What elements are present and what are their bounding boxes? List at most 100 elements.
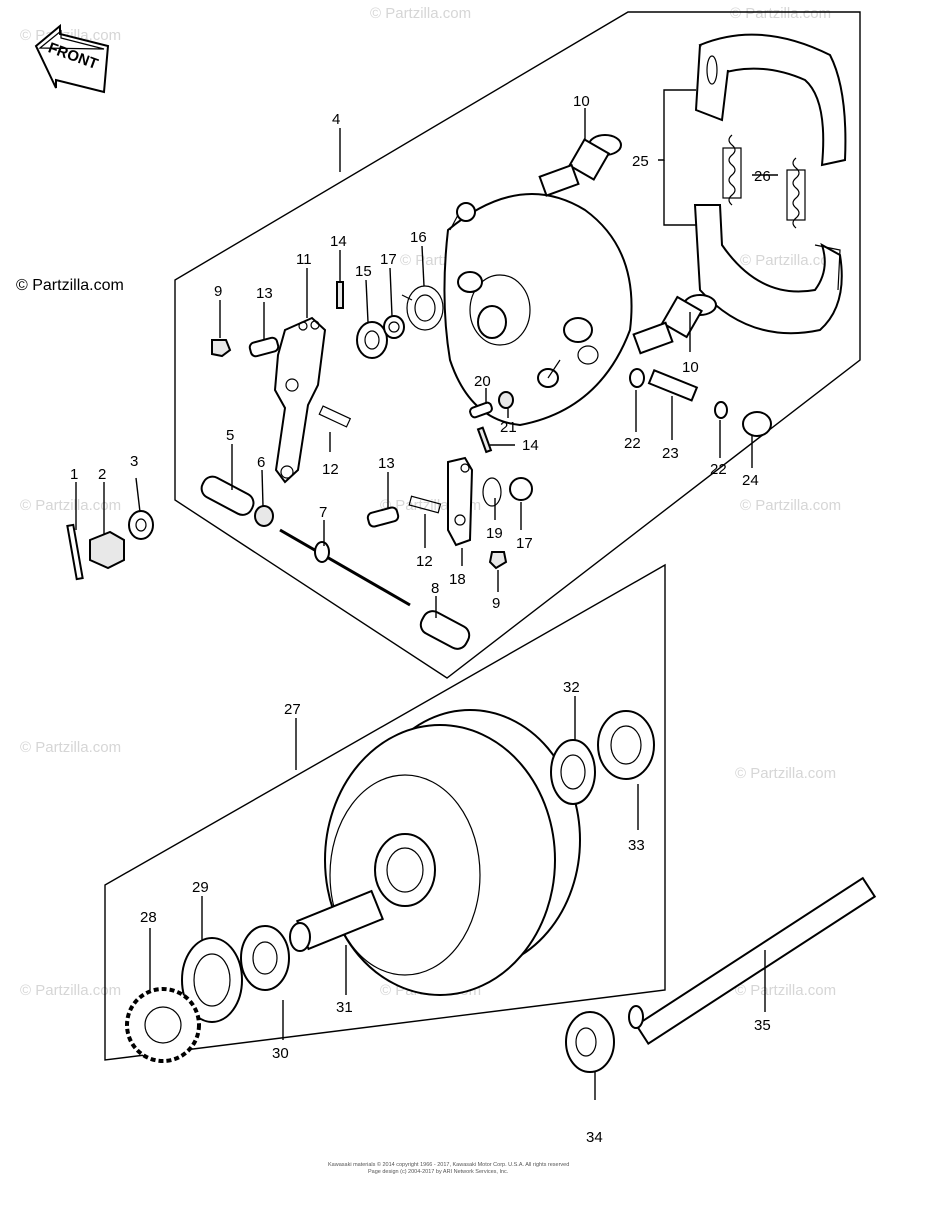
bolt-12-lower (408, 495, 442, 514)
washer-22-lower (714, 401, 728, 419)
collar-17-upper (383, 315, 405, 339)
callout-labels: 4 1 2 3 5 6 7 8 9 9 10 10 11 12 12 13 13… (70, 93, 771, 1146)
callout-12-upper: 12 (322, 461, 339, 478)
watermark: © Partzilla.com (20, 497, 121, 514)
pin-14-lower (476, 426, 493, 454)
callout-9-lower: 9 (492, 595, 500, 612)
callout-17-upper: 17 (380, 251, 397, 268)
adjuster-23 (647, 368, 699, 402)
legal-line-2: Page design (c) 2004-2017 by ARI Network… (368, 1169, 509, 1175)
callout-35: 35 (754, 1017, 771, 1034)
collar-17-lower (509, 477, 533, 501)
callout-11: 11 (296, 251, 312, 268)
watermark: © Partzilla.com (370, 5, 471, 22)
pin-14-upper (336, 281, 344, 309)
nut-9-lower (488, 551, 508, 570)
callout-16: 16 (410, 229, 427, 246)
callout-18: 18 (449, 571, 466, 588)
cotter-pin-1 (66, 523, 84, 581)
callout-22-lower: 22 (710, 461, 727, 478)
front-arrow: FRONT (34, 23, 110, 94)
bearing-30 (240, 925, 290, 991)
callout-20: 20 (474, 373, 491, 390)
callout-33: 33 (628, 837, 645, 854)
callout-32: 32 (563, 679, 580, 696)
watermark: © Partzilla.com (735, 982, 836, 999)
oil-seal-29 (181, 937, 243, 1023)
spring-19 (482, 477, 502, 507)
callout-8: 8 (431, 580, 439, 597)
brake-rod (279, 528, 411, 607)
callout-34: 34 (586, 1129, 603, 1146)
callout-13-lower: 13 (378, 455, 395, 472)
legal-line-1: Kawasaki materials © 2014 copyright 1966… (328, 1161, 569, 1168)
callout-23: 23 (662, 445, 679, 462)
callout-14-upper: 14 (330, 233, 347, 250)
callout-15: 15 (355, 263, 372, 280)
shoe-spring-right (786, 157, 806, 229)
watermark: © Partzilla.com (20, 982, 121, 999)
nut-9-upper (211, 339, 232, 358)
callout-6: 6 (257, 454, 265, 471)
callout-4: 4 (332, 111, 340, 128)
callout-9-upper: 9 (214, 283, 222, 300)
callout-28: 28 (140, 909, 157, 926)
watermark: © Partzilla.com (740, 497, 841, 514)
wheel-hub (324, 709, 581, 996)
rod-joint-8 (419, 610, 471, 650)
gear-28 (125, 987, 201, 1063)
rod-joint-5 (200, 475, 255, 516)
callout-25: 25 (632, 153, 649, 170)
spring-16 (401, 285, 444, 331)
brake-panel-group-outline (174, 11, 861, 679)
washer-15 (356, 321, 388, 359)
collar-34 (565, 1011, 615, 1073)
bolt-12-upper (318, 405, 352, 428)
leader-lines (75, 89, 778, 1100)
watermark: © Partzilla.com (740, 252, 841, 269)
callout-24: 24 (742, 472, 759, 489)
callout-29: 29 (192, 879, 209, 896)
distance-collar (289, 889, 385, 952)
callout-7: 7 (319, 504, 327, 521)
axle-nut-2 (89, 530, 125, 570)
hub-group-outline (104, 563, 666, 1061)
watermark: © Partzilla.com (735, 765, 836, 782)
brake-cam-lower (632, 294, 717, 355)
callout-22-upper: 22 (624, 435, 641, 452)
washer-21 (498, 391, 514, 409)
callout-10-upper: 10 (573, 93, 590, 110)
callout-27: 27 (284, 701, 301, 718)
callout-31: 31 (336, 999, 353, 1016)
callout-21: 21 (500, 419, 517, 436)
callout-3: 3 (130, 453, 138, 470)
shoe-spring-left (722, 134, 742, 206)
washer-3 (128, 510, 154, 540)
brake-lever-lower (447, 456, 474, 547)
nut-6 (254, 505, 274, 527)
watermark: © Partzilla.com (730, 5, 831, 22)
watermark: © Partzilla.com (20, 739, 121, 756)
callout-2: 2 (98, 466, 106, 483)
callout-19: 19 (486, 525, 503, 542)
brake-panel (443, 193, 633, 427)
callout-14-lower: 14 (522, 437, 539, 454)
bearing-32 (550, 739, 596, 805)
oil-seal-33 (597, 710, 655, 780)
brake-lever-upper (273, 316, 327, 484)
bolt-13-lower (366, 506, 400, 528)
partzilla-credit: © Partzilla.com (16, 277, 124, 294)
callout-13-upper: 13 (256, 285, 273, 302)
axle-35 (628, 876, 877, 1045)
bolt-20 (469, 401, 493, 419)
washer-22-upper (629, 368, 645, 388)
nut-24 (742, 411, 772, 437)
brake-cam-upper (538, 134, 622, 197)
callout-17-lower: 17 (516, 535, 533, 552)
brake-shoe-lower (693, 204, 843, 335)
callout-10-lower: 10 (682, 359, 699, 376)
callout-5: 5 (226, 427, 234, 444)
callout-1: 1 (70, 466, 78, 483)
